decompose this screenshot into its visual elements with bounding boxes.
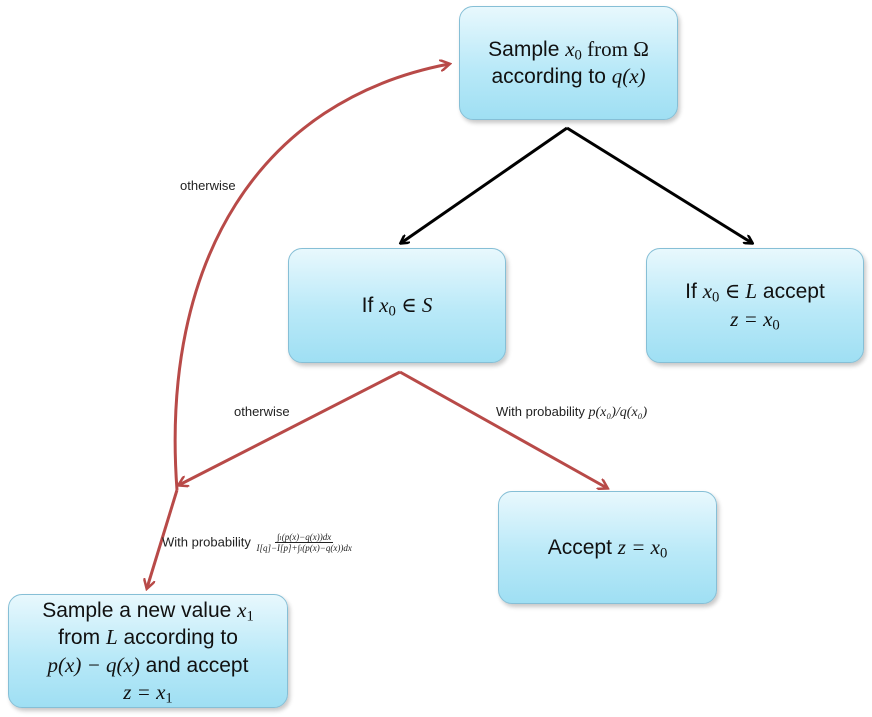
sample-x0-according: according to xyxy=(491,65,612,88)
sample-x1-sub: 1 xyxy=(246,608,254,625)
fraction-denominator: I[q]−I[p]+∫ₗ(p(x)−q(x))dx xyxy=(256,543,352,554)
fraction-numerator: ∫ₗ(p(x)−q(x))dx xyxy=(275,532,334,544)
sample-x1-prefix: Sample a new value xyxy=(42,599,238,622)
label-with-prob-right: With probability p(x₀)/q(x₀) xyxy=(496,404,647,421)
if-l-set: L xyxy=(745,279,758,304)
if-l-z-sub: 0 xyxy=(772,317,780,334)
if-s-set: ∈ S xyxy=(395,292,433,317)
if-l-sub: 0 xyxy=(712,289,720,306)
label-otherwise-top: otherwise xyxy=(180,178,236,193)
accept-math: z = x xyxy=(617,534,660,559)
edge-loop-back-to-sample xyxy=(173,64,449,491)
sample-x1-diff: p(x) − q(x) xyxy=(47,652,140,677)
sample-x0-q: q(x) xyxy=(611,64,646,88)
if-l-prefix: If xyxy=(685,280,703,304)
edge-if-s-to-accept xyxy=(399,370,607,488)
if-l-in: ∈ xyxy=(719,279,746,304)
accept-prefix: Accept xyxy=(547,535,618,559)
sample-x0-from: from Ω xyxy=(581,36,649,61)
if-s-sub: 0 xyxy=(388,303,396,320)
sample-x1-and-accept: and accept xyxy=(139,653,249,677)
sample-x1-z: z = x xyxy=(123,679,166,704)
sample-x1-var: x xyxy=(237,598,247,622)
if-s-prefix: If xyxy=(361,293,380,317)
node-sample-x0: Sample x0 from Ω according to q(x) xyxy=(459,6,678,120)
if-l-var: x xyxy=(702,279,713,304)
sample-x1-set: L xyxy=(105,625,118,650)
if-l-accept: accept xyxy=(757,280,825,304)
node-sample-x1: Sample a new value x1 from L according t… xyxy=(8,594,288,708)
with-prob-left-text: With probability xyxy=(162,534,255,550)
with-prob-right-math: p(x₀)/q(x₀) xyxy=(588,405,648,420)
with-prob-right-text: With probability xyxy=(496,404,589,419)
edge-sample-to-if-l xyxy=(566,126,752,243)
sample-x0-sub: 0 xyxy=(574,47,582,64)
node-if-x0-in-l: If x0 ∈ L accept z = x0 xyxy=(646,248,864,363)
sample-x0-prefix: Sample xyxy=(488,37,566,61)
edge-to-sample-x1 xyxy=(147,489,179,588)
node-accept-z: Accept z = x0 xyxy=(498,491,717,604)
sample-x0-var: x xyxy=(565,36,575,61)
edge-sample-to-if-s xyxy=(401,126,568,243)
edge-if-s-to-otherwise xyxy=(179,370,401,485)
sample-x1-from: from xyxy=(58,626,106,650)
node-if-x0-in-s: If x0 ∈ S xyxy=(288,248,506,363)
accept-sub: 0 xyxy=(659,545,668,562)
label-otherwise-mid: otherwise xyxy=(234,404,290,419)
if-s-var: x xyxy=(379,292,389,317)
sample-x1-according: according to xyxy=(117,626,238,650)
if-l-z: z = x xyxy=(730,306,773,331)
sample-x1-z-sub: 1 xyxy=(165,690,173,707)
